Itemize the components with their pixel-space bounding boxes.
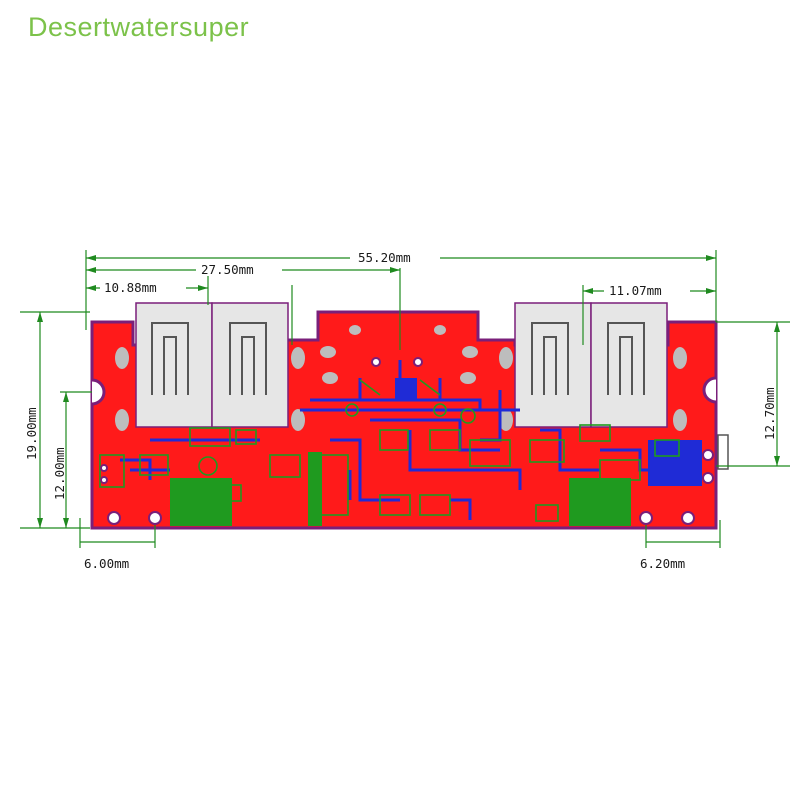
inductor-right	[569, 478, 631, 526]
label-overall-width: 55.20mm	[358, 250, 411, 265]
usb-inner-3	[531, 322, 569, 395]
via-left-1	[100, 464, 108, 472]
usb-inner-1	[151, 322, 189, 395]
usb-port-left-1	[135, 302, 213, 428]
label-left-hole-height: 12.00mm	[52, 447, 67, 500]
via-right-1	[702, 449, 714, 461]
usb-port-right-1	[514, 302, 592, 428]
holes	[100, 357, 714, 525]
usb-port-left-2	[211, 302, 289, 428]
mounting-pads	[115, 325, 687, 431]
usb-port-right-2	[590, 302, 668, 428]
label-right-height: 12.70mm	[762, 387, 777, 440]
watermark-text: Desertwatersuper	[28, 12, 250, 42]
inductor-left	[170, 478, 232, 526]
label-left-offset: 10.88mm	[104, 280, 157, 295]
usb-inner-2	[229, 322, 267, 395]
left-notch	[91, 378, 106, 406]
dimension-labels: 55.20mm 27.50mm 10.88mm 11.07mm 19.00mm …	[24, 250, 777, 571]
blue-block-center	[395, 378, 417, 400]
via-top-left	[371, 357, 381, 367]
label-right-hole-x: 6.20mm	[640, 556, 685, 571]
label-left-hole-x: 6.00mm	[84, 556, 129, 571]
blue-plane-right	[648, 440, 702, 486]
hole-right-1	[639, 511, 653, 525]
via-top-right	[413, 357, 423, 367]
via-right-2	[702, 472, 714, 484]
usb-inner-4	[607, 322, 645, 395]
micro-usb-connector	[717, 434, 729, 470]
via-left-2	[100, 476, 108, 484]
component-strip-center	[308, 452, 322, 526]
label-overall-height: 19.00mm	[24, 407, 39, 460]
hole-right-2	[681, 511, 695, 525]
label-port-span: 27.50mm	[201, 262, 254, 277]
hole-left-1	[107, 511, 121, 525]
usb-ports	[135, 302, 668, 428]
label-right-offset: 11.07mm	[609, 283, 662, 298]
dimension-arrows	[37, 255, 780, 528]
right-notch	[702, 376, 717, 404]
hole-left-2	[148, 511, 162, 525]
